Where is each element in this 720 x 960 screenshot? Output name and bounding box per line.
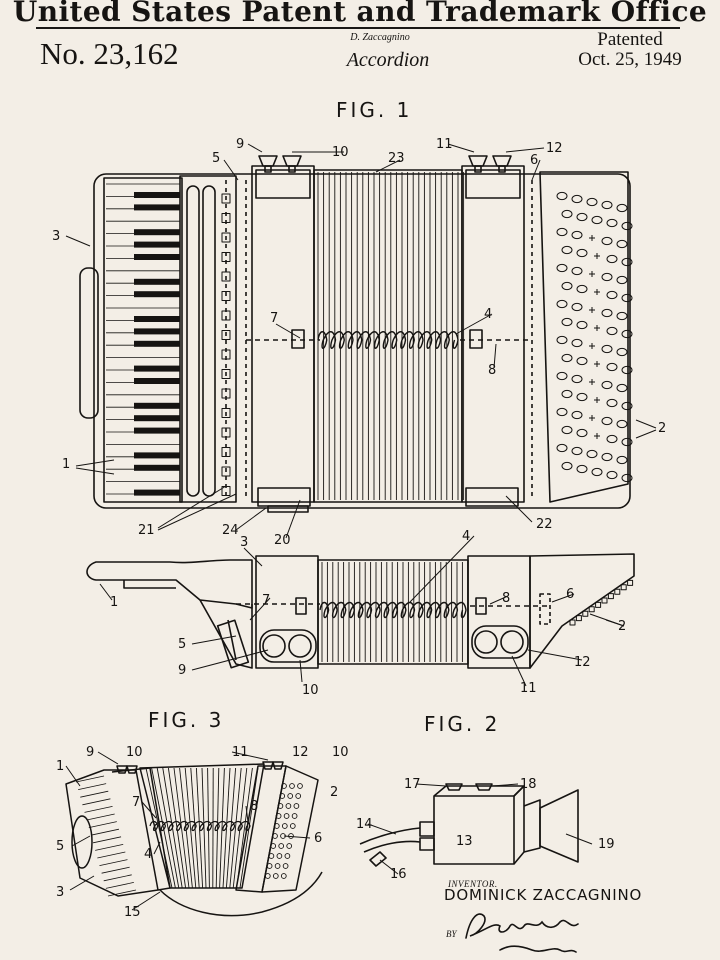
numeral-side_view-10: 12 [574, 655, 591, 670]
fig1-right-end-plate [461, 165, 525, 503]
numeral-side_view-1: 4 [462, 529, 470, 544]
fig1-label: FIG. 1 [336, 98, 413, 122]
numeral-fig1-15: 20 [274, 533, 291, 548]
by-label: BY [446, 929, 457, 939]
fig1-left-control-box [255, 169, 311, 199]
numeral-side_view-5: 6 [566, 587, 574, 602]
numeral-side_view-0: 3 [240, 535, 248, 550]
numeral-fig1-4: 5 [212, 151, 220, 166]
fig3-bellows [139, 763, 265, 889]
side-right-end [467, 555, 531, 669]
fig1-bass-panel [539, 171, 629, 503]
numeral-fig2-3: 13 [456, 834, 473, 849]
side-handle [86, 559, 253, 609]
side-left-knob-b [288, 634, 312, 658]
fig1-handle [79, 267, 99, 419]
fig2-cable [359, 827, 421, 845]
patent-number: No. 23,162 [40, 36, 179, 71]
numeral-side_view-4: 8 [502, 591, 510, 606]
fig3-label: FIG. 3 [148, 708, 225, 732]
side-right-knob-a [474, 630, 498, 654]
side-view [86, 553, 635, 669]
numeral-fig3-9: 5 [56, 839, 64, 854]
numeral-fig2-5: 16 [390, 867, 407, 882]
numeral-fig1-2: 11 [436, 137, 453, 152]
fig2-amp-box [433, 795, 515, 865]
fig2-horn [539, 789, 579, 863]
numeral-side_view-11: 11 [520, 681, 537, 696]
fig1-right-control-box [465, 169, 521, 199]
numeral-fig3-2: 11 [232, 745, 249, 760]
inventor-label: INVENTOR. [448, 879, 498, 889]
numeral-side_view-9: 2 [618, 619, 626, 634]
numeral-fig2-2: 14 [356, 817, 373, 832]
numeral-fig3-7: 7 [132, 795, 140, 810]
fig1-keyboard [103, 177, 183, 503]
fig3-bass-end [261, 765, 319, 893]
numeral-fig1-11: 2 [658, 421, 666, 436]
numeral-side_view-3: 7 [262, 593, 270, 608]
numeral-fig1-3: 12 [546, 141, 563, 156]
fig1-slot-right [202, 185, 216, 497]
numeral-fig1-0: 9 [236, 137, 244, 152]
numeral-fig1-14: 24 [222, 523, 239, 538]
numeral-side_view-2: 1 [110, 595, 118, 610]
numeral-fig1-1: 10 [332, 145, 349, 160]
patented-label: Patented [597, 29, 663, 50]
numeral-fig3-10: 4 [144, 847, 152, 862]
numeral-fig2-0: 17 [404, 777, 421, 792]
side-left-knob-a [262, 634, 286, 658]
numeral-fig1-10: 8 [488, 363, 496, 378]
numeral-fig3-0: 9 [86, 745, 94, 760]
numeral-fig2-4: 19 [598, 837, 615, 852]
numeral-fig1-9: 4 [484, 307, 492, 322]
side-right-knob-b [500, 630, 524, 654]
numeral-side_view-8: 10 [302, 683, 319, 698]
side-bass-end [529, 553, 635, 669]
fig2-speaker-unit [359, 783, 579, 867]
numeral-fig1-16: 22 [536, 517, 553, 532]
fig1-front-view [79, 155, 633, 513]
numeral-fig3-5: 1 [56, 759, 64, 774]
numeral-fig1-13: 21 [138, 523, 155, 538]
numeral-fig3-3: 12 [292, 745, 309, 760]
fig1-outer-body [93, 173, 631, 509]
numeral-fig3-4: 10 [332, 745, 349, 760]
fig1-slot-left [186, 185, 200, 497]
numeral-fig3-11: 6 [314, 831, 322, 846]
numeral-fig3-6: 2 [330, 785, 338, 800]
inventor-small: D. Zaccagnino [350, 32, 410, 43]
numeral-fig1-7: 3 [52, 229, 60, 244]
header-rule [36, 27, 680, 29]
patent-title: Accordion [346, 49, 430, 71]
office-heading: United States Patent and Trademark Offic… [12, 0, 708, 28]
numeral-fig1-6: 6 [530, 153, 538, 168]
attorney-signature [465, 913, 579, 953]
numeral-fig3-1: 10 [126, 745, 143, 760]
fig3-handle [71, 815, 93, 869]
patented-date: Oct. 25, 1949 [578, 49, 682, 70]
numeral-side_view-7: 9 [178, 663, 186, 678]
numeral-fig1-12: 1 [62, 457, 70, 472]
inventor-name: DOMINICK ZACCAGNINO [444, 886, 643, 904]
fig3-cable [159, 871, 323, 917]
numeral-fig3-12: 3 [56, 885, 64, 900]
fig2-label: FIG. 2 [424, 712, 501, 736]
numeral-fig3-13: 15 [124, 905, 141, 920]
numeral-fig1-5: 23 [388, 151, 405, 166]
numeral-fig2-1: 18 [520, 777, 537, 792]
fig3-perspective-view [65, 761, 323, 917]
numeral-fig3-8: 8 [250, 799, 258, 814]
fig1-register-panel [179, 175, 237, 503]
numeral-fig1-8: 7 [270, 311, 278, 326]
numeral-side_view-6: 5 [178, 637, 186, 652]
